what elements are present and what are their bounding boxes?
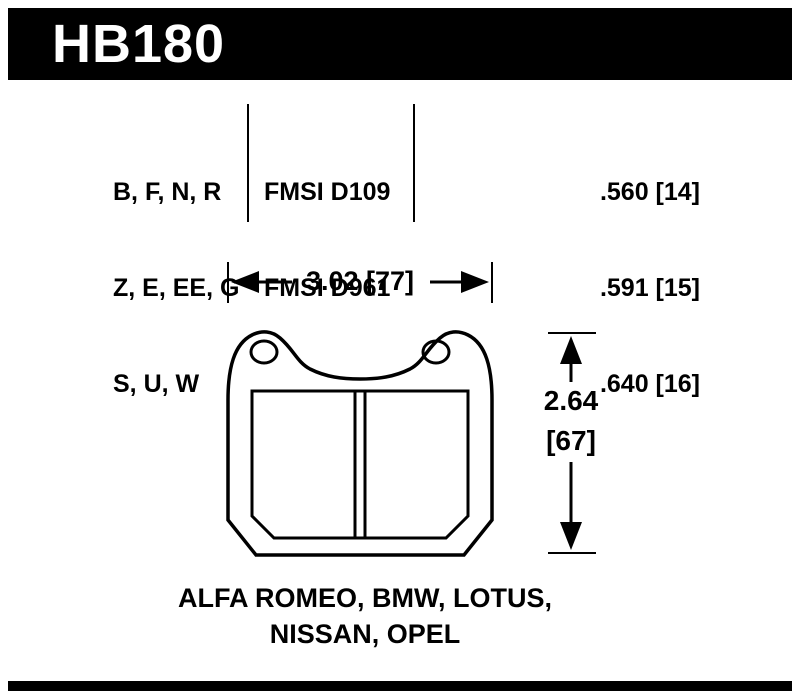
- compound-codes-row: Z, E, EE, G: [113, 274, 240, 302]
- header-banner: [8, 8, 792, 80]
- width-dimension-label: 3.02 [77]: [305, 266, 415, 296]
- down-arrowhead-icon: [560, 522, 582, 550]
- fmsi-number: FMSI D109: [264, 178, 391, 206]
- table-divider: [247, 104, 249, 222]
- table-divider: [413, 104, 415, 222]
- pad-thickness: .560 [14]: [599, 178, 700, 206]
- left-ear-hole: [249, 339, 279, 365]
- pad-outline: [226, 330, 494, 557]
- applications-line2: NISSAN, OPEL: [269, 619, 461, 649]
- footer-bar: [8, 681, 792, 691]
- fmsi-column: FMSI D109 FMSI D961: [264, 112, 390, 368]
- friction-material-outline: [250, 389, 470, 540]
- fmsi-number: FMSI D961: [264, 274, 391, 302]
- height-dimension-mm: [67]: [546, 425, 596, 456]
- pad-thickness: .640 [16]: [599, 370, 700, 398]
- part-number: HB180: [52, 14, 226, 74]
- compound-codes-row: S, U, W: [113, 370, 200, 398]
- applications-line1: ALFA ROMEO, BMW, LOTUS,: [178, 583, 552, 613]
- left-arrowhead-icon: [231, 271, 259, 293]
- right-arrowhead-icon: [461, 271, 489, 293]
- pad-thickness: .591 [15]: [599, 274, 700, 302]
- compound-codes-column: B, F, N, R Z, E, EE, G S, U, W: [113, 112, 239, 464]
- up-arrowhead-icon: [560, 336, 582, 364]
- thickness-column: .560 [14] .591 [15] .640 [16]: [540, 112, 700, 464]
- height-dimension-inches: 2.64: [543, 385, 599, 416]
- compound-codes-row: B, F, N, R: [113, 178, 222, 206]
- right-ear-hole: [421, 339, 451, 365]
